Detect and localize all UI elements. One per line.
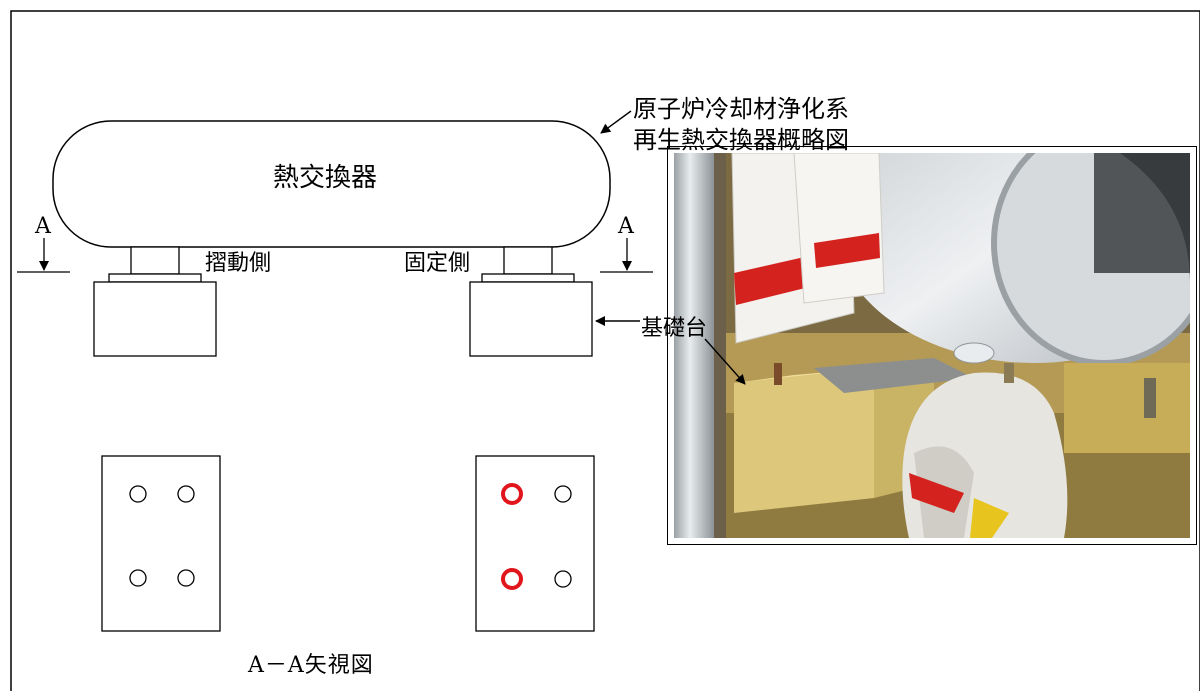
sliding-side-plate	[108, 273, 202, 283]
sliding-side-base-plate-view	[101, 455, 221, 632]
anchor-bolt-hole	[177, 569, 195, 587]
section-marker-left: A	[34, 214, 52, 239]
fixed-side-label: 固定側	[404, 251, 471, 276]
fixed-side-foundation	[469, 281, 593, 357]
anchor-bolt-hole	[177, 485, 195, 503]
anchor-bolt-hole	[554, 485, 572, 503]
site-photo-frame	[667, 146, 1197, 545]
fixed-side-saddle	[503, 246, 553, 275]
foundation-label: 基礎台	[641, 316, 708, 341]
anchor-bolt-hole	[129, 569, 147, 587]
sliding-side-label: 摺動側	[205, 251, 272, 276]
anchor-bolt-hole	[554, 570, 572, 588]
title-line-2: 再生熱交換器概略図	[633, 126, 849, 154]
section-marker-right: A	[617, 214, 635, 239]
anchor-bolt-hole	[129, 485, 147, 503]
title-leader-arrow	[600, 110, 632, 134]
site-photo	[674, 153, 1190, 538]
sliding-side-saddle	[130, 246, 180, 275]
heat-exchanger-label: 熱交換器	[273, 163, 378, 193]
sliding-side-foundation	[93, 281, 217, 357]
heat-exchanger-shell	[52, 120, 611, 248]
highlighted-anchor-bolt	[501, 483, 523, 505]
title-line-1: 原子炉冷却材浄化系	[633, 95, 849, 123]
section-view-label: A－A矢視図	[248, 653, 374, 678]
fixed-side-base-plate-view	[475, 455, 595, 632]
outer-frame	[10, 10, 1200, 695]
highlighted-anchor-bolt	[501, 568, 523, 590]
fixed-side-plate	[481, 273, 575, 283]
diagram-title: 原子炉冷却材浄化系 再生熱交換器概略図	[633, 94, 849, 156]
